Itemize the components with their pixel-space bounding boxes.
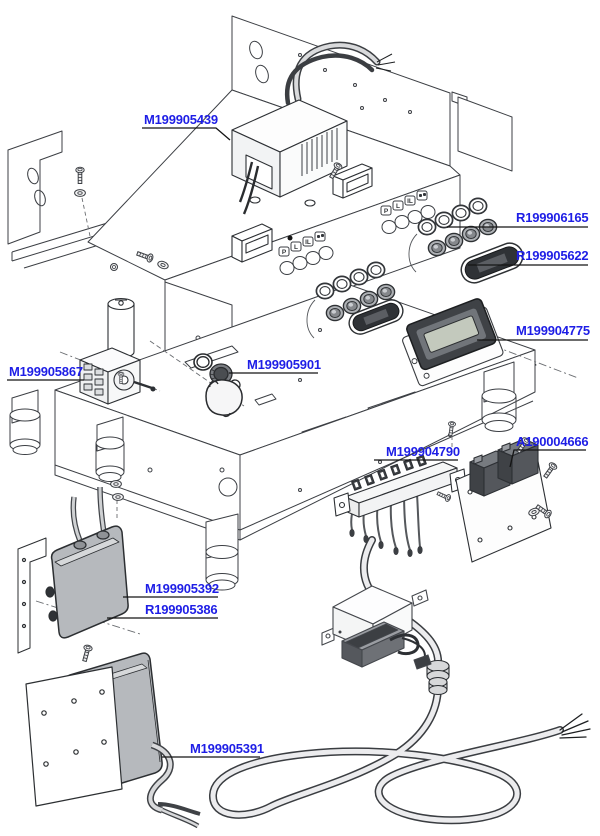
cover-duct-parts bbox=[231, 163, 373, 263]
rotary-switch bbox=[79, 347, 156, 405]
part-link-rotary-switch[interactable]: M199905867 bbox=[9, 364, 83, 379]
double-cup-icon bbox=[317, 234, 324, 238]
control-panel-cutouts: P L IL P L IL bbox=[278, 190, 436, 275]
panel-key-l: L bbox=[396, 203, 400, 210]
cable-gland bbox=[426, 659, 450, 696]
panel-key-il: IL bbox=[305, 239, 311, 246]
part-link-terminal-block[interactable]: M199904790 bbox=[386, 444, 460, 459]
knob-set bbox=[193, 353, 243, 418]
panel-key-p: P bbox=[282, 249, 287, 256]
display-module bbox=[402, 298, 504, 387]
power-adapter bbox=[341, 621, 432, 670]
panel-group-right: P L IL bbox=[380, 190, 436, 234]
leader-lines bbox=[7, 127, 588, 758]
indicator-lens-right bbox=[460, 242, 524, 284]
part-link-electronics-box-cover[interactable]: R199905386 bbox=[145, 602, 218, 617]
panel-key-p: P bbox=[384, 208, 389, 215]
electronics-box bbox=[17, 486, 129, 654]
relay-cube bbox=[497, 438, 539, 485]
control-unit-plate bbox=[25, 652, 201, 829]
indicator-lens-center bbox=[348, 299, 404, 335]
panel-key-il: IL bbox=[407, 198, 413, 205]
panel-group-left: P L IL bbox=[278, 231, 334, 275]
double-cup-icon bbox=[419, 193, 426, 197]
panel-key-l: L bbox=[294, 244, 298, 251]
terminal-block bbox=[333, 454, 467, 557]
machine-feet bbox=[9, 361, 517, 591]
part-link-knob-set[interactable]: M199905901 bbox=[247, 357, 321, 372]
part-link-button-set[interactable]: R199906165 bbox=[516, 210, 589, 225]
part-link-electronics-box[interactable]: M199905392 bbox=[145, 581, 219, 596]
part-link-relay-board[interactable]: A190004666 bbox=[516, 434, 589, 449]
psu-assembly bbox=[321, 585, 432, 670]
power-cord bbox=[209, 536, 591, 825]
power-supply-box bbox=[231, 41, 396, 241]
part-link-indicator-lens[interactable]: R199905622 bbox=[516, 248, 589, 263]
part-link-power-supply-box[interactable]: M199905439 bbox=[144, 112, 218, 127]
part-link-control-unit-plate[interactable]: M199905391 bbox=[190, 741, 264, 756]
cord-frayed-end bbox=[559, 713, 591, 739]
part-link-display-module[interactable]: M199904775 bbox=[516, 323, 590, 338]
chassis-frame bbox=[7, 15, 537, 591]
fasteners bbox=[74, 161, 559, 663]
relay-board bbox=[455, 438, 552, 563]
